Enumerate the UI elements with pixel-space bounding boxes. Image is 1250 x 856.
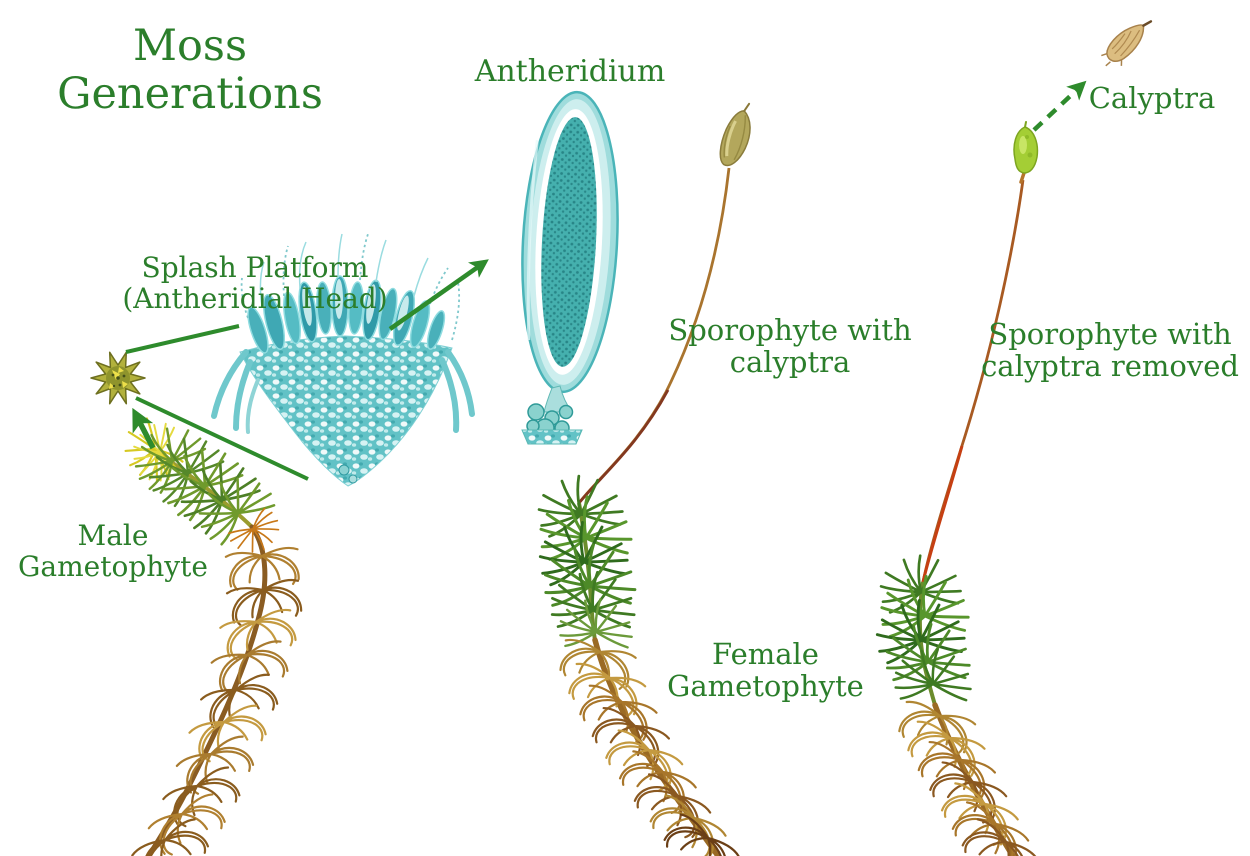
label-antheridium: Antheridium: [474, 54, 666, 89]
arrow-section-to-antheridium: [388, 259, 489, 331]
male-gametophyte-plant-image: [111, 411, 305, 856]
label-calyptra: Calyptra: [1088, 81, 1216, 115]
page-title: Moss Generations: [57, 21, 323, 120]
calyptra-image: [1101, 20, 1153, 67]
pointer-line-label-to-splash-platform: [125, 324, 240, 354]
diagram-arrows: [125, 80, 1087, 481]
label-female-gametophyte: Female Gametophyte: [667, 637, 864, 704]
label-sporophyte-with-calyptra: Sporophyte with calyptra: [668, 313, 912, 380]
sporophyte-calyptra-removed-plant-image: [873, 121, 1040, 856]
sporophyte-with-calyptra-image: [719, 102, 751, 167]
connector-line-splash-platform-to-section: [135, 396, 309, 481]
label-male-gametophyte: Male Gametophyte: [18, 519, 208, 584]
arrow-male-tip-to-splash-platform: [132, 407, 156, 450]
antheridial-head-section-image: [211, 233, 475, 487]
label-splash-platform: Splash Platform (Antheridial Head): [122, 251, 388, 316]
female-gametophyte-plant-image: [535, 102, 751, 856]
splash-platform-top-view-image: [90, 351, 146, 405]
label-sporophyte-calyptra-removed: Sporophyte with calyptra removed: [981, 317, 1239, 384]
antheridium-micrograph-image: [521, 90, 619, 445]
